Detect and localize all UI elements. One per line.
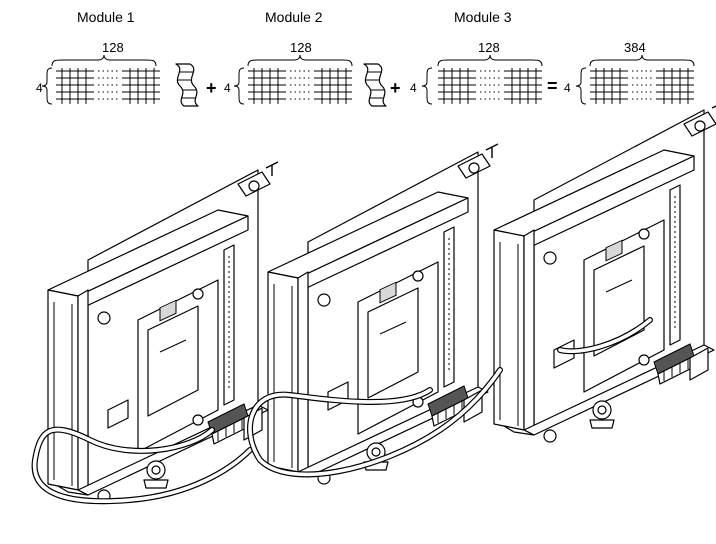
module-1-title: Module 1: [77, 9, 135, 25]
module-2-matrix: Module 2 128 4: [224, 9, 353, 105]
flex-cable-link-2-icon: [363, 63, 387, 107]
module-3-title: Module 3: [454, 9, 512, 25]
module-1-matrix: Module 1 128 4: [36, 9, 161, 105]
module-3-columns: 128: [478, 40, 500, 55]
flex-cable-link-1-icon: [175, 63, 199, 107]
ribbon-cables: [31, 317, 653, 505]
module-2-columns: 128: [290, 40, 312, 55]
module-2-title: Module 2: [265, 9, 323, 25]
equals-operator: =: [547, 76, 558, 96]
module-3-column-brace: [437, 54, 543, 67]
module-2-housing: [267, 143, 499, 485]
module-3-grid: [437, 67, 543, 105]
result-grid: [589, 67, 695, 105]
module-1-row-brace: [41, 67, 53, 105]
module-1-column-brace: [51, 54, 157, 67]
plus-operator-2: +: [390, 78, 401, 98]
module-3-row-brace: [421, 67, 433, 105]
hardware-modules: [47, 101, 716, 503]
result-row-brace: [575, 67, 587, 105]
module-3-matrix: Module 3 128 4: [410, 9, 543, 105]
module-3-housing: [493, 101, 716, 443]
matrix-expansion-row: Module 1 128 4 + Module 2 128 4 + Module…: [36, 9, 695, 107]
result-column-brace: [589, 54, 695, 67]
plus-operator-1: +: [206, 78, 217, 98]
module-2-column-brace: [247, 54, 353, 67]
result-matrix: 384 4: [564, 40, 695, 105]
module-2-rows: 4: [224, 81, 231, 95]
module-1-rows: 4: [36, 81, 43, 95]
module-2-row-brace: [233, 67, 245, 105]
module-3-rows: 4: [410, 81, 417, 95]
module-2-grid: [247, 67, 353, 105]
module-1-columns: 128: [102, 40, 124, 55]
module-1-grid: [55, 67, 161, 105]
result-columns: 384: [624, 40, 646, 55]
result-rows: 4: [564, 81, 571, 95]
